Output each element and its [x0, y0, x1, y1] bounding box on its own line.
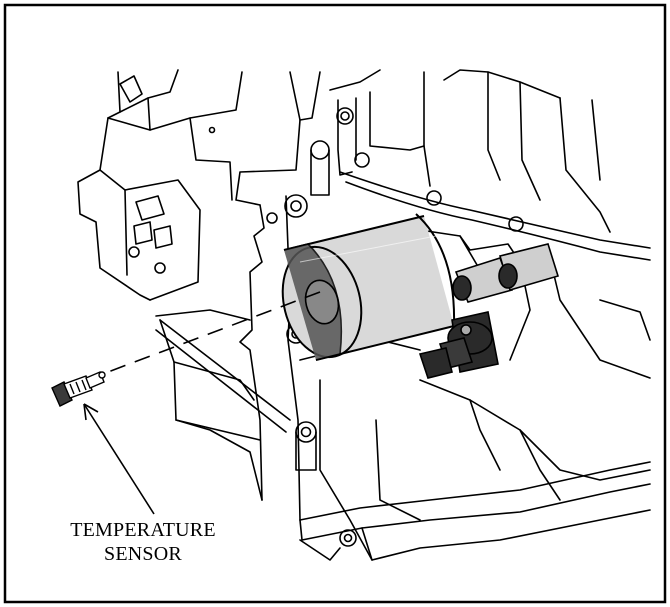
- oil-filter: [281, 213, 456, 361]
- installation-dashed-line: [107, 291, 321, 373]
- label-line-1: TEMPERATURE: [70, 519, 216, 541]
- temperature-sensor: [51, 371, 106, 407]
- label-line-2: SENSOR: [104, 543, 182, 565]
- pressure-sender: [418, 311, 499, 379]
- temperature-sensor-label: TEMPERATURE SENSOR: [38, 518, 248, 566]
- hose-fittings: [452, 243, 560, 303]
- callout-arrow: [83, 403, 155, 515]
